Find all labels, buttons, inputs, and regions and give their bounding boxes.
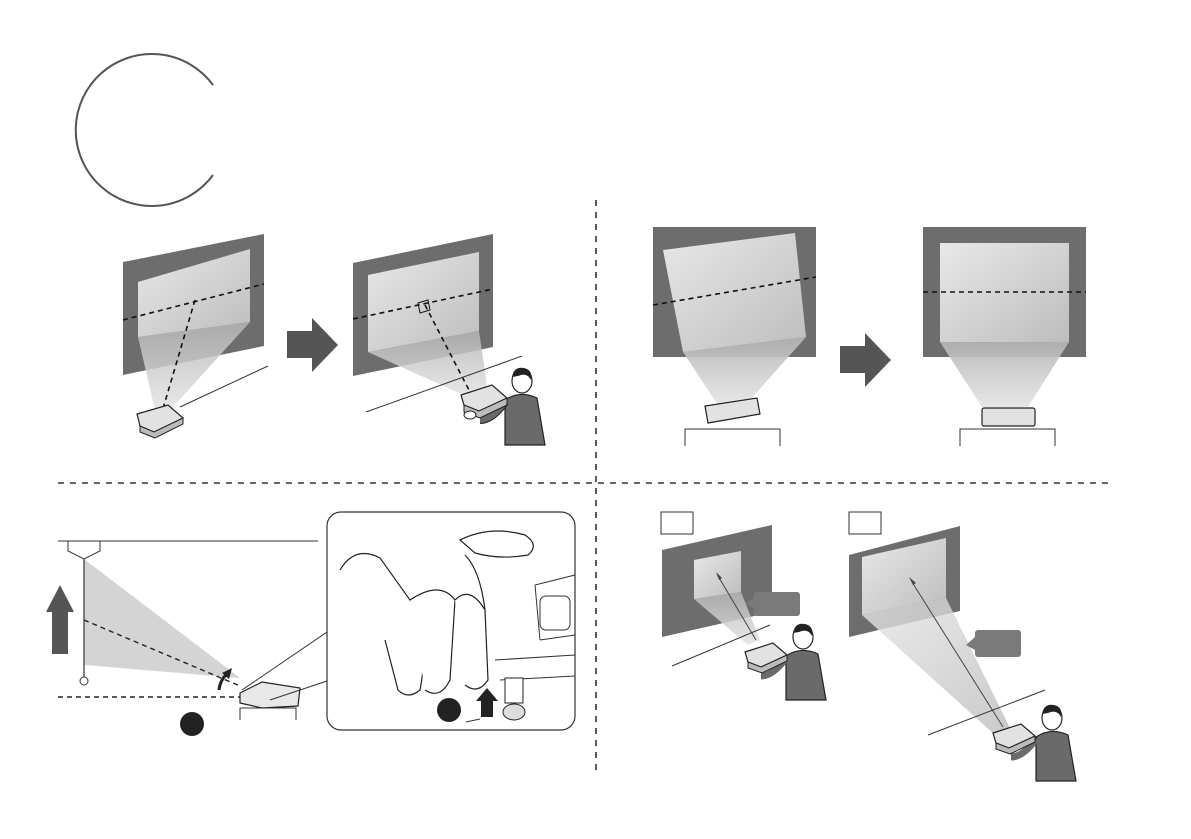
- panel-bottom-left: [46, 512, 575, 736]
- step-dot: [437, 698, 461, 722]
- up-arrow-icon: [46, 585, 74, 654]
- step-dot: [180, 712, 204, 736]
- panel-top-right: [653, 227, 1086, 446]
- screen-level: [923, 227, 1086, 446]
- beam-area: [84, 559, 240, 678]
- option-box-a: [661, 512, 693, 534]
- step-number-circle: [76, 54, 213, 206]
- projector-icon: [137, 405, 183, 438]
- screen-far: [849, 526, 1045, 735]
- label-tag: [754, 592, 800, 616]
- screen-aligned: [353, 234, 522, 412]
- projector-icon: [240, 682, 300, 720]
- screen-oblique: [123, 234, 268, 412]
- label-tag: [975, 630, 1021, 657]
- panel-bottom-right: [661, 512, 1076, 781]
- zoom-detail-box: [327, 512, 575, 730]
- right-arrow-icon: [840, 333, 891, 387]
- right-arrow-icon: [287, 318, 338, 372]
- curved-arrow-icon: [219, 674, 227, 690]
- screen-near: [662, 525, 800, 666]
- panel-top-left: [123, 234, 545, 445]
- option-box-b: [849, 512, 881, 534]
- screen-tilted: [653, 227, 816, 446]
